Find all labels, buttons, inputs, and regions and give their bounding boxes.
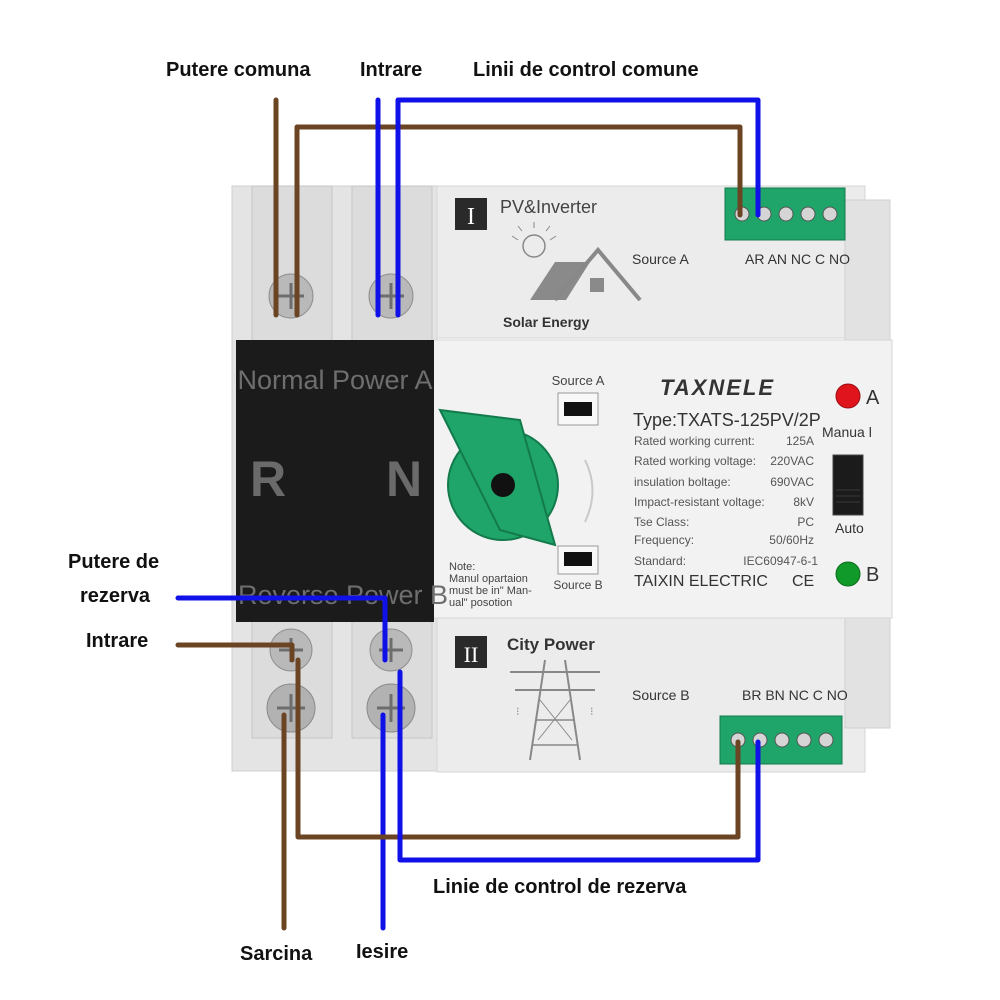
spec-value: 220VAC: [770, 454, 814, 468]
source-a-indicator: [564, 402, 592, 416]
manual-label: Manua l: [822, 424, 872, 440]
source-a-top-label: Source A: [632, 251, 689, 267]
note-line-3: must be in" Man-: [449, 585, 532, 597]
side-step-bottom: [844, 617, 891, 729]
input-bottom-label: Intrare: [86, 630, 148, 652]
section-2-roman: II: [464, 642, 479, 667]
brand-logo: TAXNELE: [660, 375, 775, 400]
svg-text:⁝: ⁝: [516, 706, 520, 718]
note-line-1: Note:: [449, 561, 475, 573]
backup-control-brown-wire: [295, 657, 741, 840]
section-1-badge: [455, 198, 487, 230]
spec-label: Frequency:: [634, 533, 694, 547]
maker-label: TAIXIN ELECTRIC: [634, 573, 768, 590]
callouts: Putere comuna Intrare Linii de control c…: [68, 59, 699, 965]
spec-value: 8kV: [793, 495, 814, 509]
spec-value: 50/60Hz: [769, 533, 814, 547]
spec-label: Impact-resistant voltage:: [634, 495, 765, 509]
window-a-label: Source A: [552, 373, 605, 388]
common-power-label: Putere comuna: [166, 59, 311, 81]
spec-value: IEC60947-6-1: [743, 554, 818, 568]
solar-house-icon: [511, 222, 642, 302]
auto-label: Auto: [835, 520, 864, 536]
spec-label: insulation boltage:: [634, 475, 731, 489]
ce-mark: CE: [792, 573, 814, 590]
led-b-label: B: [866, 564, 879, 586]
backup-control-blue-wire: [397, 669, 761, 863]
control-terminal-a: [724, 187, 846, 241]
ats-device: Normal Power A R N Reverse Power B I PV&…: [231, 185, 893, 773]
pv-inverter-title: PV&Inverter: [500, 197, 597, 217]
backup-power-wire: [175, 595, 388, 663]
backup-power-label-line-1: Putere de: [68, 551, 159, 573]
spec-value: 690VAC: [770, 475, 814, 489]
n-letter: N: [386, 451, 422, 507]
mode-switch[interactable]: [832, 454, 864, 516]
common-control-brown-wire: [294, 124, 743, 318]
input-top-label: Intrare: [360, 59, 422, 81]
power-tower-icon: ⁝ ⁝: [510, 659, 600, 761]
window-b-label: Source B: [553, 578, 602, 592]
input-bottom-wire: [175, 642, 295, 663]
section-2-badge: [455, 636, 487, 668]
city-power-title: City Power: [507, 635, 595, 654]
source-b-indicator: [564, 552, 592, 566]
black-panel: [236, 340, 434, 622]
led-b-icon: [835, 561, 861, 587]
led-a-label: A: [866, 387, 880, 409]
terminals-a-label: AR AN NC C NO: [745, 251, 850, 267]
terminals-b-label: BR BN NC C NO: [742, 687, 848, 703]
spec-label: Rated working current:: [634, 434, 755, 448]
backup-control-label: Linie de control de rezerva: [433, 876, 687, 898]
source-b-bottom-label: Source B: [632, 687, 690, 703]
backup-power-label-line-2: rezerva: [80, 585, 151, 607]
r-letter: R: [250, 451, 286, 507]
spec-list: Rated working current: 125A Rated workin…: [634, 434, 818, 568]
load-label: Sarcina: [240, 943, 313, 965]
side-step-top: [844, 199, 891, 341]
common-control-label: Linii de control comune: [473, 59, 699, 81]
common-control-blue-wire: [395, 97, 761, 318]
reverse-power-b-label: Reverse Power B: [238, 580, 448, 610]
solar-energy-label: Solar Energy: [503, 314, 590, 330]
section-1-roman: I: [467, 204, 475, 230]
spec-value: 125A: [786, 434, 814, 448]
note-line-2: Manul opartaion: [449, 573, 528, 585]
led-a-icon: [835, 383, 861, 409]
output-label: Iesire: [356, 941, 408, 963]
svg-text:⁝: ⁝: [590, 706, 594, 718]
control-terminal-b: [719, 715, 843, 765]
handle-pivot-icon: [491, 473, 515, 497]
note-line-4: ual" posotion: [449, 597, 512, 609]
wires: [175, 97, 761, 931]
spec-label: Tse Class:: [634, 515, 689, 529]
type-label: Type:TXATS-125PV/2P: [633, 410, 821, 430]
spec-label: Rated working voltage:: [634, 454, 756, 468]
normal-power-a-label: Normal Power A: [237, 365, 432, 395]
spec-label: Standard:: [634, 554, 686, 568]
spec-value: PC: [797, 515, 814, 529]
rotation-arrow-icon: [584, 459, 594, 523]
rotary-handle[interactable]: [438, 408, 559, 547]
